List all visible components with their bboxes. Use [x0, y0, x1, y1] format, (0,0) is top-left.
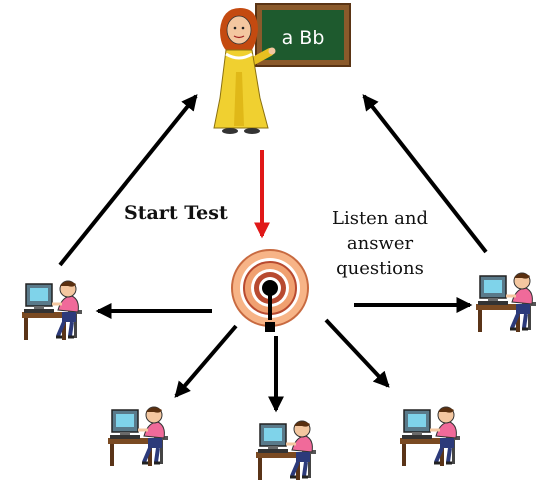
- student-left: [22, 281, 82, 340]
- start-test-label: Start Test: [124, 202, 228, 224]
- broadcast-signal-icon: [231, 249, 309, 332]
- teacher-figure: a Bb: [213, 3, 351, 134]
- student-bottom-right: [400, 407, 460, 466]
- listen-label-line-2: answer: [346, 233, 414, 254]
- student-bottom-left: [108, 407, 168, 466]
- listen-label-line-3: questions: [336, 258, 424, 279]
- arrow-right-student-to-teacher: [362, 94, 488, 254]
- chalkboard-icon: a Bb: [255, 3, 351, 67]
- teacher-icon: [213, 8, 276, 134]
- chalkboard-text: a Bb: [282, 27, 325, 49]
- student-right: [476, 273, 536, 332]
- student-bottom-center: [256, 421, 316, 480]
- arrow-to-bottom-right-student: [324, 318, 390, 388]
- arrow-to-bottom-left-student: [174, 324, 238, 398]
- listen-answer-label: Listen and answer questions: [316, 206, 444, 281]
- listen-label-line-1: Listen and: [332, 208, 428, 229]
- arrow-left-student-to-teacher: [58, 94, 198, 267]
